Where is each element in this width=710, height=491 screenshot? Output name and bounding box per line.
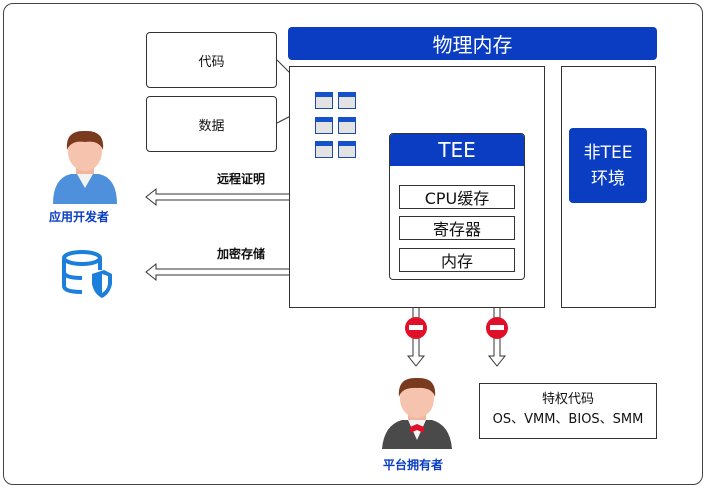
data-box: 数据 [146, 96, 277, 152]
platform-owner-avatar-icon [382, 377, 452, 449]
memory-page-block [338, 117, 356, 134]
memory-page-block [315, 141, 333, 158]
memory-label: 内存 [440, 252, 473, 271]
physical-memory-label: 物理内存 [432, 33, 513, 57]
cpu-cache-box: CPU缓存 [399, 185, 515, 209]
diagram-frame [3, 3, 703, 485]
code-box: 代码 [146, 32, 277, 88]
memory-page-block [338, 92, 356, 109]
tee-header: TEE [390, 134, 524, 166]
memory-page-block [338, 141, 356, 158]
privileged-code-title: 特权代码 [541, 392, 594, 407]
remote-attestation-label: 远程证明 [217, 172, 266, 186]
privileged-code-items: OS、VMM、BIOS、SMM [492, 412, 644, 427]
registers-label: 寄存器 [432, 220, 481, 239]
tee-block: TEE CPU缓存 寄存器 内存 [389, 133, 525, 280]
privileged-code-box: 特权代码 OS、VMM、BIOS、SMM [479, 383, 657, 439]
non-tee-block: 非TEE 环境 [569, 128, 647, 203]
data-label: 数据 [198, 118, 225, 134]
registers-box: 寄存器 [399, 216, 515, 240]
memory-page-block [315, 92, 333, 109]
app-developer-label: 应用开发者 [49, 210, 110, 224]
blocked-icon-left [405, 317, 427, 339]
tee-label: TEE [438, 138, 476, 162]
blocked-icon-right [486, 317, 508, 339]
database-shield-icon [62, 250, 112, 298]
platform-owner-label: 平台拥有者 [383, 458, 444, 472]
developer-avatar-icon [53, 130, 117, 204]
code-label: 代码 [198, 54, 225, 70]
non-tee-label: 非TEE 环境 [583, 142, 633, 189]
cpu-cache-label: CPU缓存 [424, 189, 490, 208]
memory-box: 内存 [399, 248, 515, 272]
memory-page-block [315, 117, 333, 134]
physical-memory-banner: 物理内存 [288, 27, 657, 60]
encrypted-storage-label: 加密存储 [217, 247, 266, 261]
